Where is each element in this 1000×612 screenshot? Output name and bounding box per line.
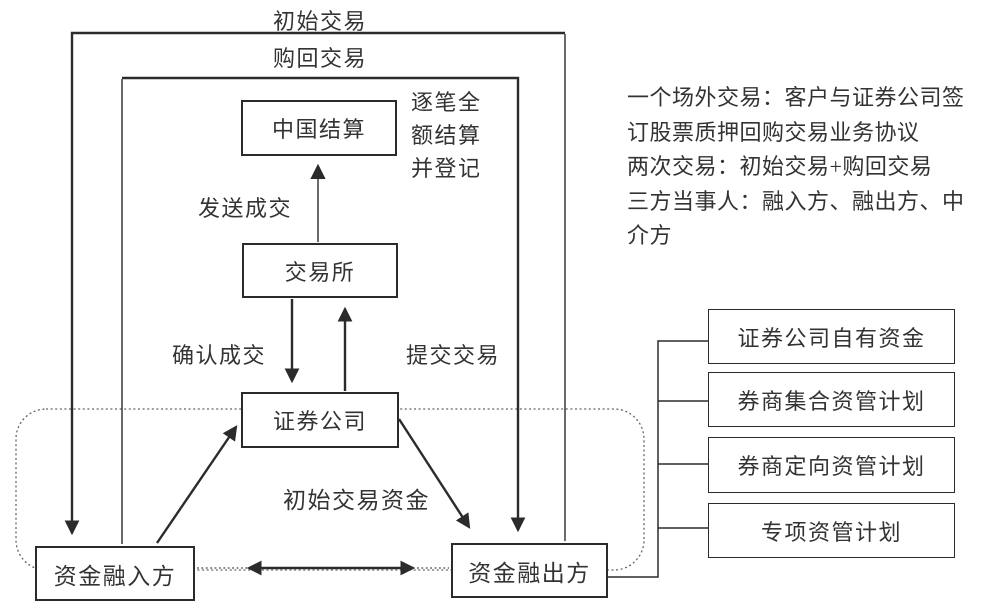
settle-register-label: 逐笔全 额结算 并登记 xyxy=(411,90,482,181)
confirm-trade-label: 确认成交 xyxy=(172,343,267,368)
borrower-to-securities-arrow xyxy=(156,425,238,544)
node-fund-lender: 资金融出方 xyxy=(451,543,608,598)
securities-to-lender-arrow xyxy=(397,418,471,529)
funding-source-collective-plan: 券商集合资管计划 xyxy=(708,372,955,427)
initial-trade-funds-label: 初始交易资金 xyxy=(283,488,430,513)
node-fund-borrower: 资金融入方 xyxy=(35,546,195,601)
funding-bracket-line xyxy=(608,340,708,578)
initial-trade-arrow xyxy=(64,31,565,536)
funding-source-special-plan: 专项资管计划 xyxy=(708,503,955,558)
node-securities-company: 证券公司 xyxy=(241,392,399,448)
repurchase-trade-label: 购回交易 xyxy=(272,46,367,71)
initial-trade-label: 初始交易 xyxy=(272,9,367,34)
otc-transaction-note: 一个场外交易：客户与证券公司签 订股票质押回购交易业务协议 两次交易：初始交易+… xyxy=(627,85,965,248)
node-exchange: 交易所 xyxy=(242,243,398,298)
node-china-clearing: 中国结算 xyxy=(241,100,397,156)
repurchase-trade-arrow xyxy=(122,76,526,533)
funding-source-own-funds: 证券公司自有资金 xyxy=(708,309,955,364)
funding-source-directional-plan: 券商定向资管计划 xyxy=(708,437,955,493)
send-trade-label: 发送成交 xyxy=(198,196,293,221)
submit-trade-label: 提交交易 xyxy=(406,343,501,368)
